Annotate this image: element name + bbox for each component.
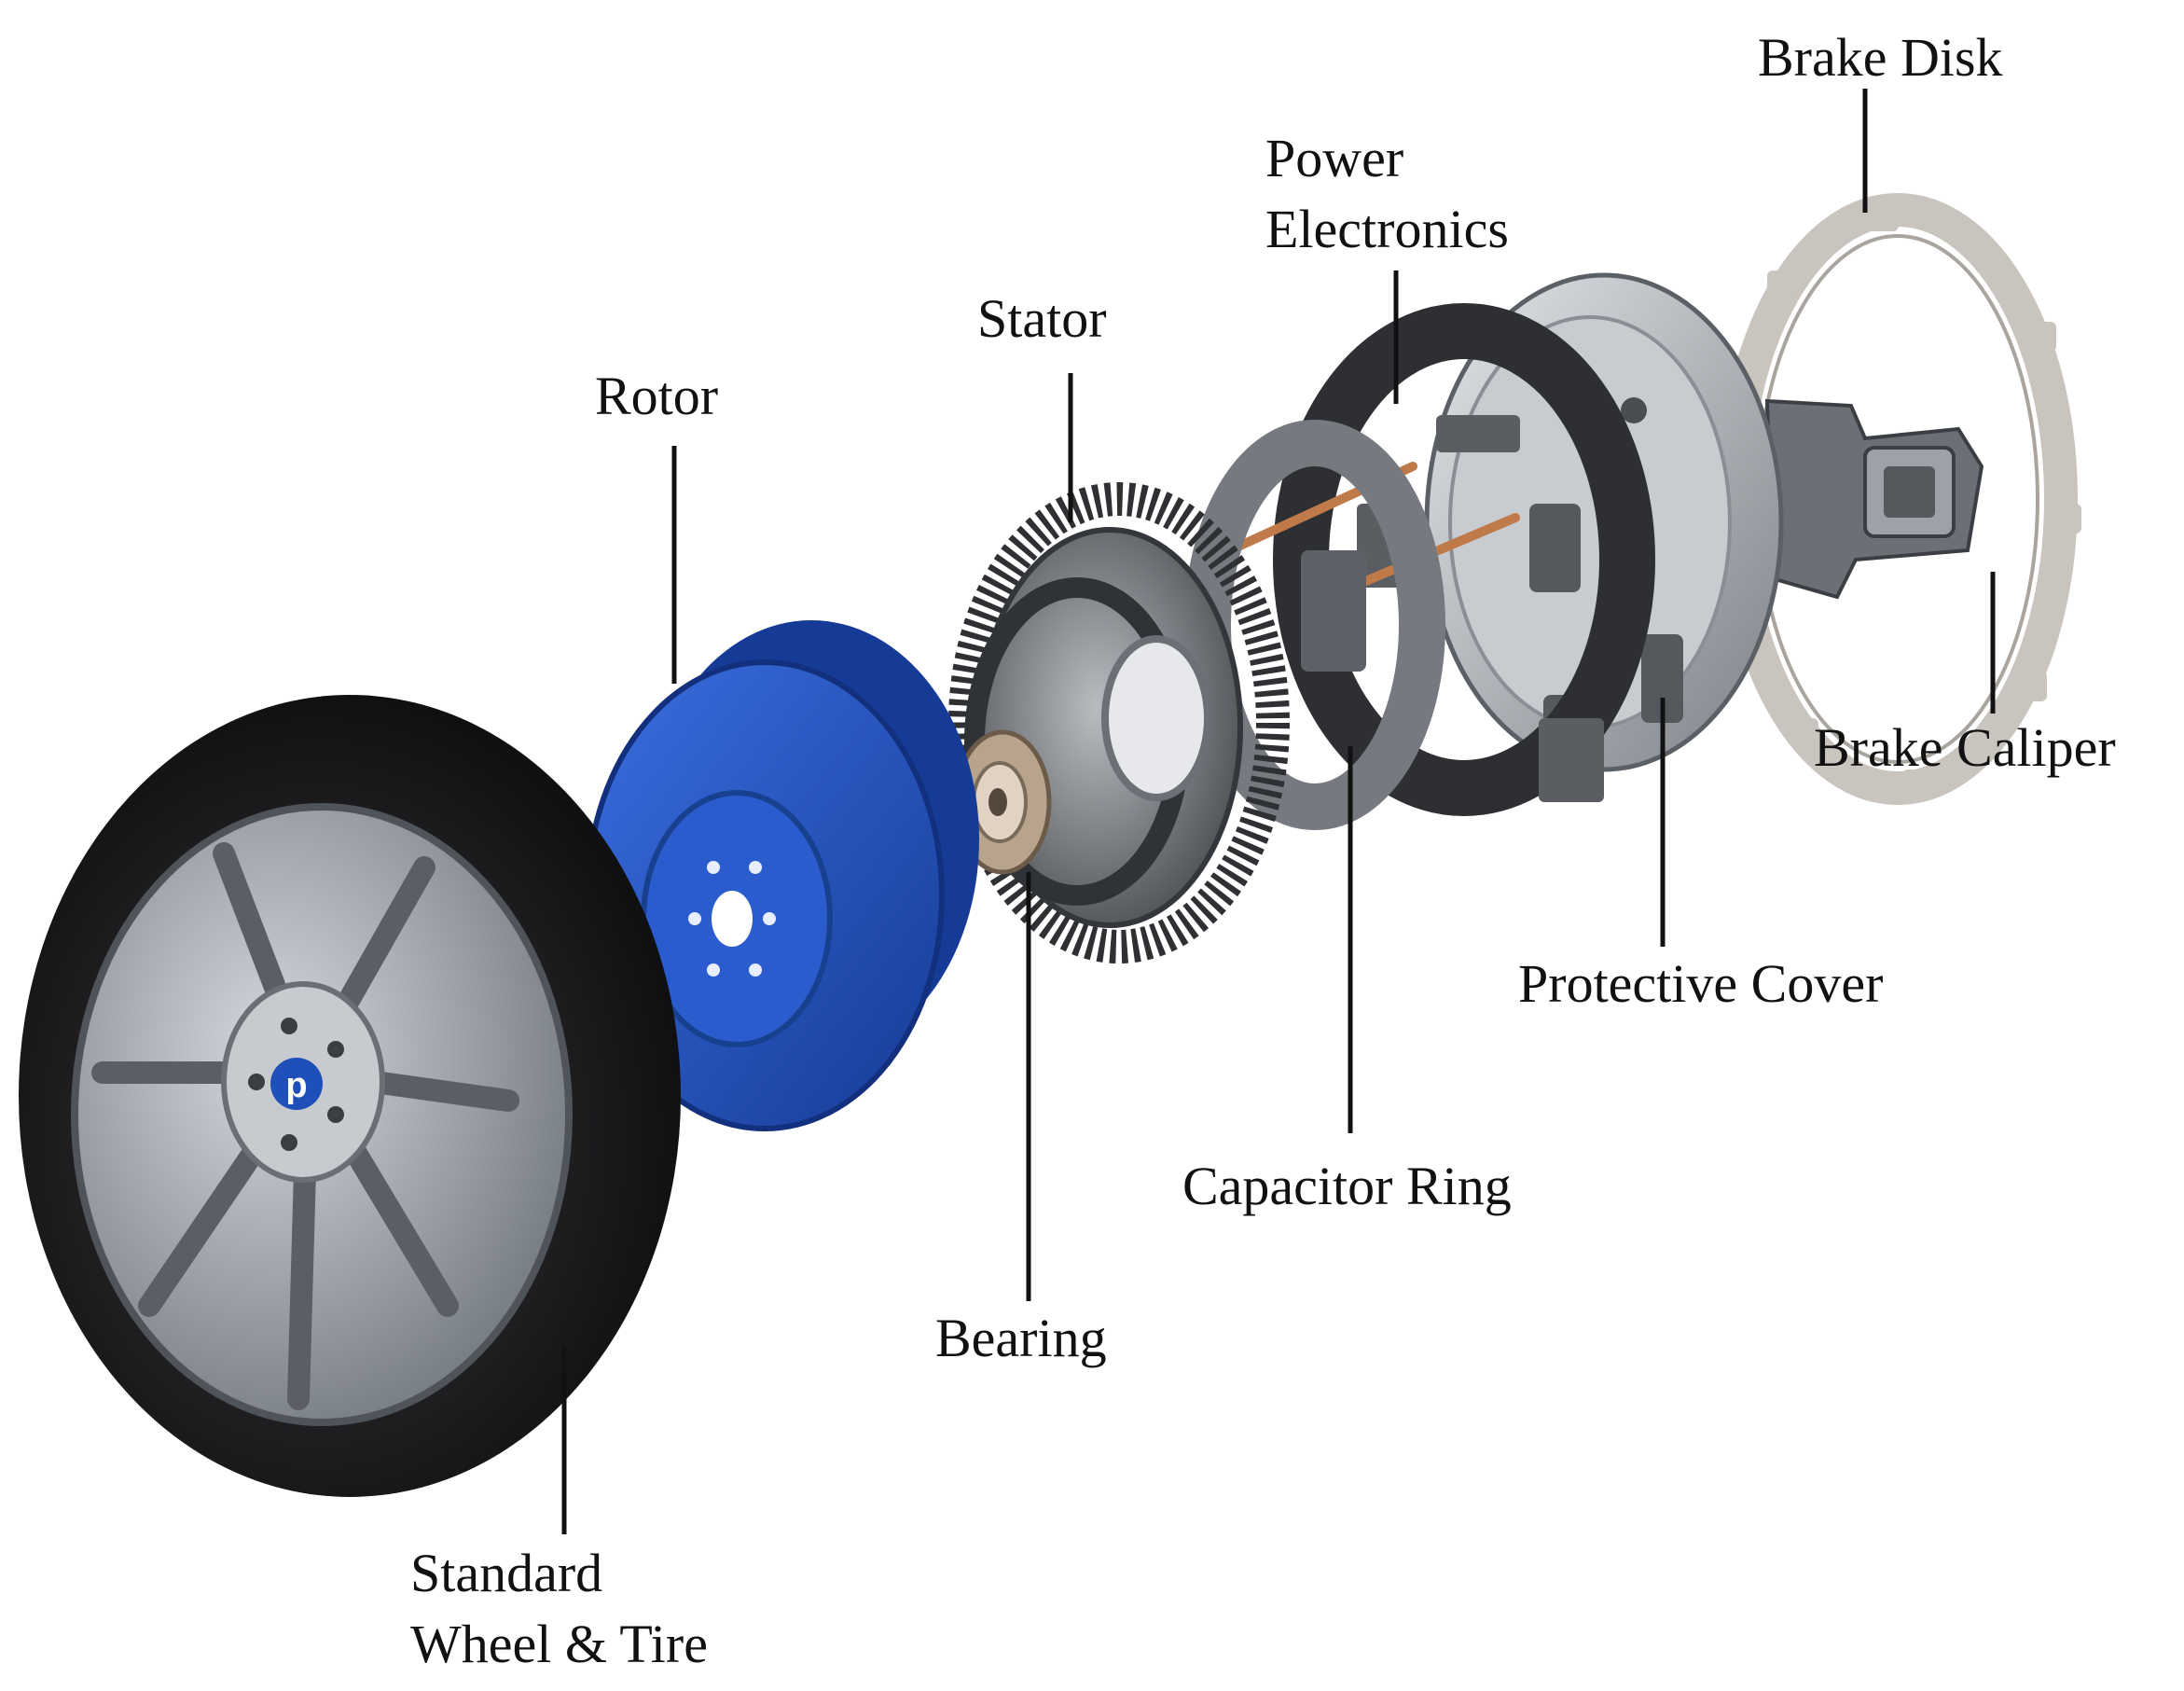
label-bearing: Bearing xyxy=(935,1308,1107,1368)
label-rotor: Rotor xyxy=(595,366,719,426)
label-capacitor-ring: Capacitor Ring xyxy=(1182,1156,1512,1216)
label-power-electronics-line2: Electronics xyxy=(1265,199,1509,259)
p-logo-letter: p xyxy=(285,1066,307,1105)
label-wheel-line1: Standard xyxy=(410,1543,603,1603)
label-stator: Stator xyxy=(977,288,1107,349)
label-protective-cover: Protective Cover xyxy=(1518,953,1884,1014)
stator-graphic xyxy=(948,482,1290,963)
label-brake-caliper: Brake Caliper xyxy=(1814,717,2116,778)
protective-cover-graphic xyxy=(1424,272,1784,772)
brake-caliper-graphic xyxy=(1764,398,1984,600)
label-power-electronics-line1: Power xyxy=(1265,128,1404,188)
label-brake-disk: Brake Disk xyxy=(1758,27,2003,88)
rotor-graphic xyxy=(585,620,979,1131)
leader-lines xyxy=(561,89,1996,1534)
label-wheel-line2: Wheel & Tire xyxy=(410,1614,708,1674)
p-logo-icon xyxy=(270,1058,323,1110)
wheel-tire-graphic: p xyxy=(19,695,681,1497)
bearing-graphic xyxy=(953,729,1052,875)
